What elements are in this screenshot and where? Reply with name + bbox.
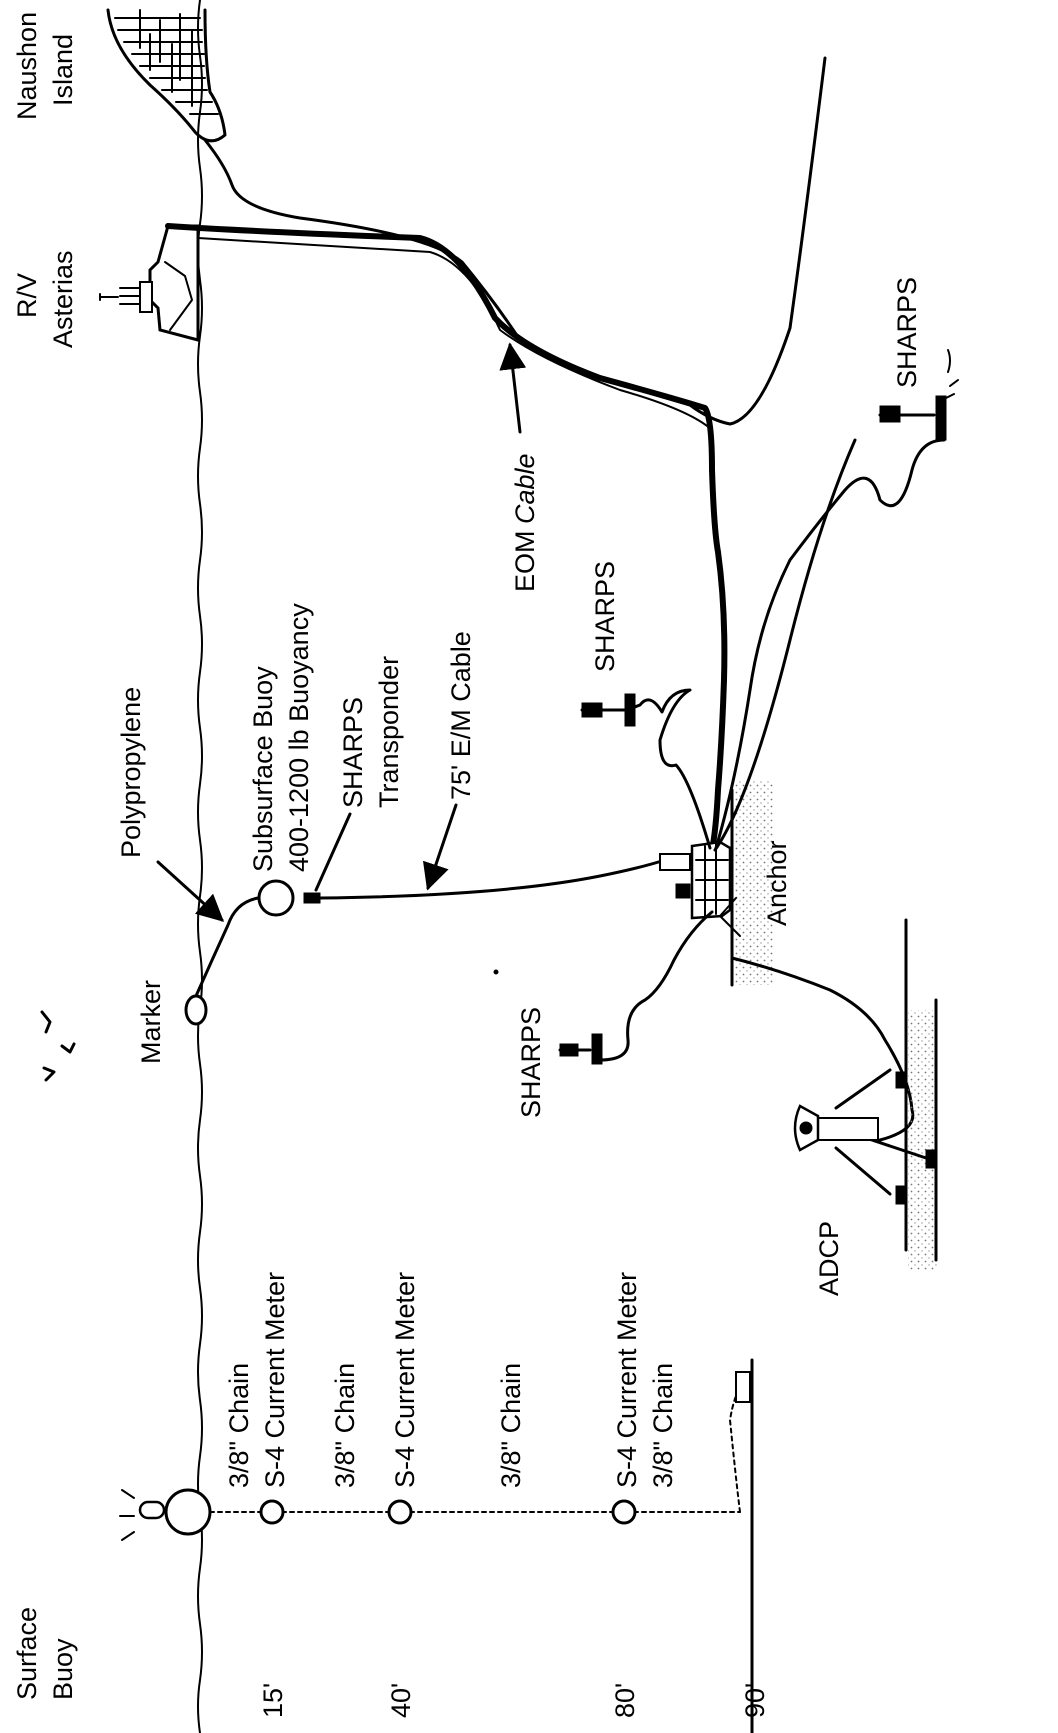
sharps-left bbox=[558, 910, 714, 1065]
naushon-label: Naushon bbox=[12, 12, 42, 120]
eom-label: EOM bbox=[510, 530, 540, 592]
current-meter-label-1: S-4 Current Meter bbox=[260, 1272, 290, 1488]
surface-buoy-label-2: Buoy bbox=[48, 1638, 78, 1700]
naushon-label-2: Island bbox=[48, 34, 78, 106]
polypropylene-line bbox=[194, 896, 260, 998]
rv-label: R/V bbox=[12, 273, 42, 318]
marker-label: Marker bbox=[136, 980, 166, 1064]
subsurface-buoy bbox=[257, 879, 295, 917]
current-meter-40 bbox=[387, 1499, 413, 1525]
surface-buoy-light bbox=[138, 1500, 166, 1520]
eom-cable-label: Cable bbox=[510, 453, 540, 524]
adcp-label: ADCP bbox=[814, 1221, 844, 1296]
sea-surface-line bbox=[197, 0, 203, 1733]
current-meter-15 bbox=[259, 1499, 285, 1525]
labels-layer: Surface Buoy R/V Asterias Naushon Island… bbox=[12, 12, 922, 1718]
anchor bbox=[659, 780, 774, 987]
current-meter-80 bbox=[611, 1499, 637, 1525]
eom-cable-line bbox=[165, 223, 728, 853]
polypropylene-label: Polypropylene bbox=[116, 687, 146, 858]
birds bbox=[40, 1010, 76, 1082]
depth-15-label: 15' bbox=[258, 1683, 288, 1718]
surface-buoy-mooring bbox=[119, 1358, 754, 1733]
subsurface-buoy-label: Subsurface Buoy bbox=[248, 666, 278, 872]
sharps-left-label: SHARPS bbox=[516, 1007, 546, 1118]
transponder-label-2: Transponder bbox=[374, 656, 404, 808]
current-meter-label-3: S-4 Current Meter bbox=[612, 1272, 642, 1488]
rv-label-2: Asterias bbox=[48, 250, 78, 348]
current-meter-label-2: S-4 Current Meter bbox=[390, 1272, 420, 1488]
marker-float bbox=[184, 994, 208, 1026]
chain-label-4: 3/8" Chain bbox=[648, 1363, 678, 1488]
chain-label-1: 3/8" Chain bbox=[224, 1363, 254, 1488]
naushon-island bbox=[106, 8, 827, 426]
sharps-transponder-device bbox=[303, 892, 321, 904]
adcp-frame bbox=[730, 918, 938, 1270]
depth-90-label: 90' bbox=[740, 1683, 770, 1718]
eom-arrow bbox=[499, 342, 527, 434]
surface-buoy-anchor-weight bbox=[735, 1371, 751, 1403]
anchor-label: Anchor bbox=[762, 840, 792, 926]
em-cable-label: 75' E/M Cable bbox=[446, 631, 476, 800]
chain-label-2: 3/8" Chain bbox=[330, 1363, 360, 1488]
transponder-label: SHARPS bbox=[338, 697, 368, 808]
subsurface-buoy-label-2: 400-1200 lb Buoyancy bbox=[284, 603, 314, 872]
sharps-right bbox=[714, 349, 959, 850]
sharps-right-label: SHARPS bbox=[892, 277, 922, 388]
sharps-mid-label: SHARPS bbox=[590, 561, 620, 672]
chain-label-3: 3/8" Chain bbox=[496, 1363, 526, 1488]
surface-buoy-float bbox=[164, 1488, 212, 1536]
depth-40-label: 40' bbox=[386, 1683, 416, 1718]
rv-asterias-ship bbox=[99, 224, 200, 342]
depth-80-label: 80' bbox=[610, 1683, 640, 1718]
sharps-mid bbox=[580, 688, 712, 850]
surface-buoy-label: Surface bbox=[12, 1607, 42, 1700]
eom-cable-companion-line bbox=[197, 237, 713, 431]
em-cable-line bbox=[318, 858, 667, 900]
